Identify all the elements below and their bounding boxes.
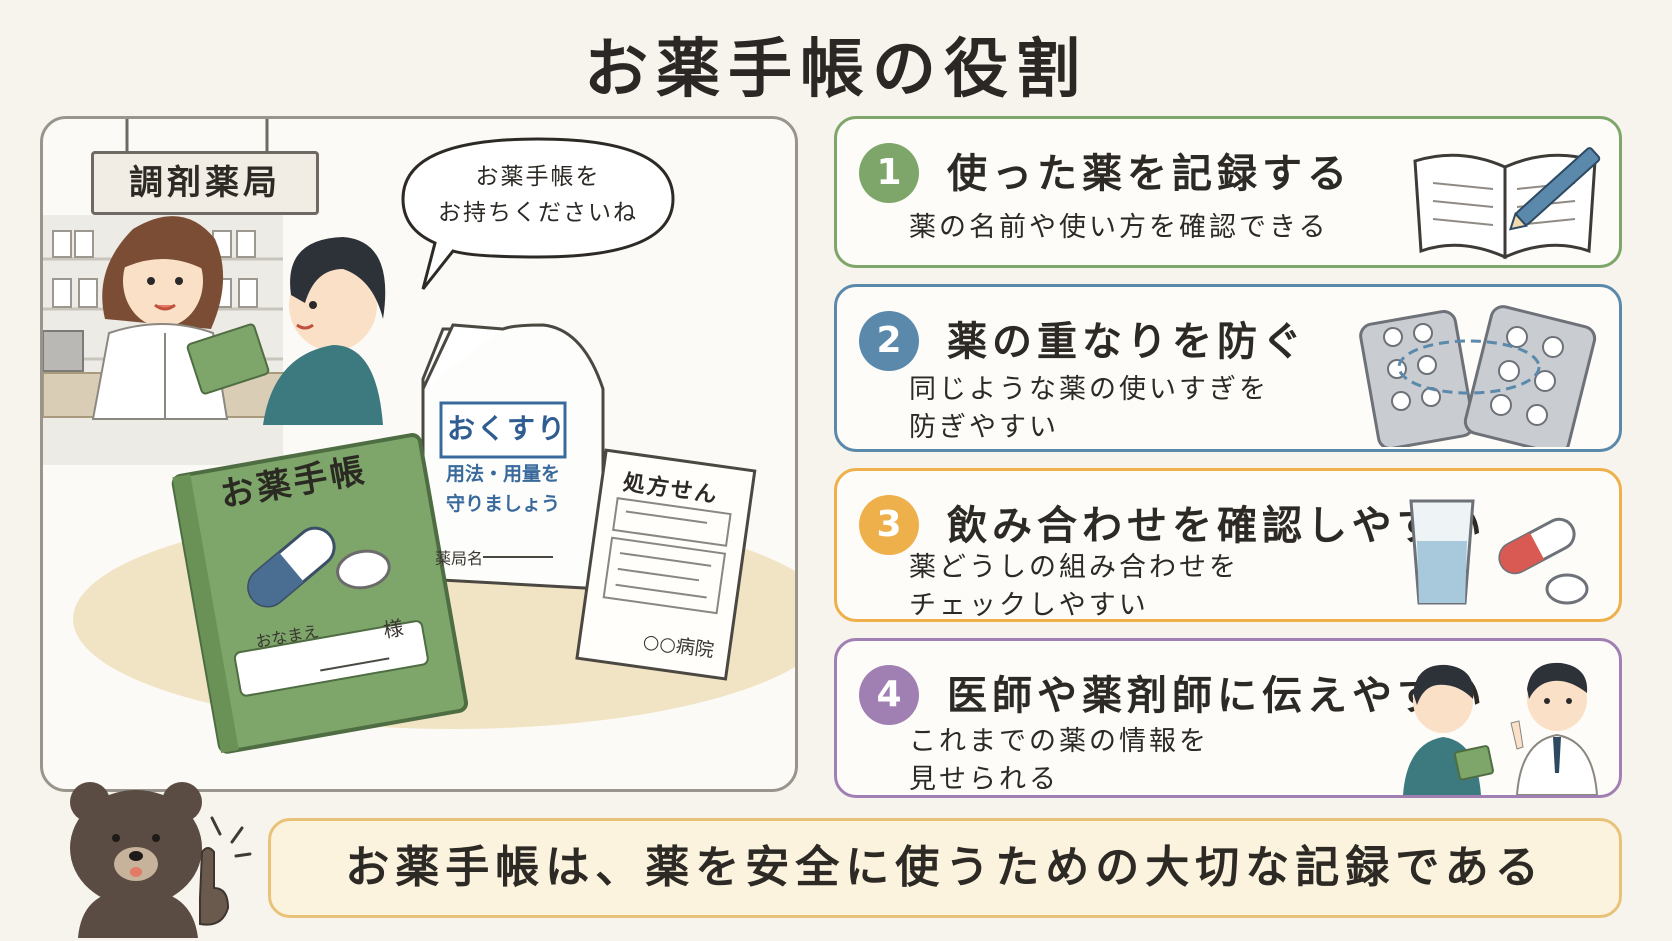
card-number-badge: 4 [859, 665, 919, 725]
pharmacy-scene: 調剤薬局 お薬手帳を お持ちくださいね お薬手帳 おなまえ 様 おくすり 用法・… [40, 116, 798, 792]
bag-instruction-line: 用法・用量を [445, 463, 560, 485]
water-and-pills-icon [1409, 499, 1589, 605]
page-title: お薬手帳の役割 [584, 33, 1088, 107]
notebook-pen-icon [1413, 147, 1601, 260]
doctor-patient-icon [1403, 662, 1599, 795]
summary-banner: お薬手帳は、薬を安全に使うための大切な記録である [268, 818, 1622, 918]
bag-instruction-line: 守りましょう [445, 493, 560, 515]
role-card-4: 4 医師や薬剤師に伝えやすい これまでの薬の情報を 見せられる [834, 638, 1622, 798]
role-card-3: 3 飲み合わせを確認しやすい 薬どうしの組み合わせを チェックしやすい [834, 468, 1622, 622]
pharmacy-illustration [43, 119, 795, 754]
card-number-badge: 3 [859, 495, 919, 555]
card-body: 薬の名前や使い方を確認できる [909, 212, 1329, 243]
bag-instructions: 用法・用量を 守りましょう [433, 459, 573, 519]
speech-line: お持ちくださいね [438, 200, 638, 226]
card-body: 薬どうしの組み合わせを チェックしやすい [909, 552, 1239, 621]
role-card-1: 1 使った薬を記録する 薬の名前や使い方を確認できる [834, 116, 1622, 268]
card-body: これまでの薬の情報を 見せられる [909, 726, 1209, 795]
role-card-2: 2 薬の重なりを防ぐ 同じような薬の使いすぎを 防ぎやすい [834, 284, 1622, 452]
card-number-badge: 2 [859, 311, 919, 371]
card-title: 使った薬を記録する [947, 151, 1352, 197]
speech-bubble: お薬手帳を お持ちくださいね [407, 141, 669, 253]
blister-pack-icon [1359, 305, 1597, 447]
card-title: 薬の重なりを防ぐ [947, 319, 1307, 365]
card-title: 飲み合わせを確認しやすい [947, 503, 1487, 549]
card-body: 同じような薬の使いすぎを 防ぎやすい [909, 374, 1269, 443]
speech-line: お薬手帳を [475, 164, 601, 190]
bag-label: おくすり [447, 412, 568, 445]
card-number-badge: 1 [859, 143, 919, 203]
pharmacy-sign: 調剤薬局 [91, 151, 319, 215]
pharmacy-name-label: 薬局名 [435, 549, 484, 568]
card-title: 医師や薬剤師に伝えやすい [947, 673, 1487, 719]
bear-mascot-icon [70, 782, 252, 938]
